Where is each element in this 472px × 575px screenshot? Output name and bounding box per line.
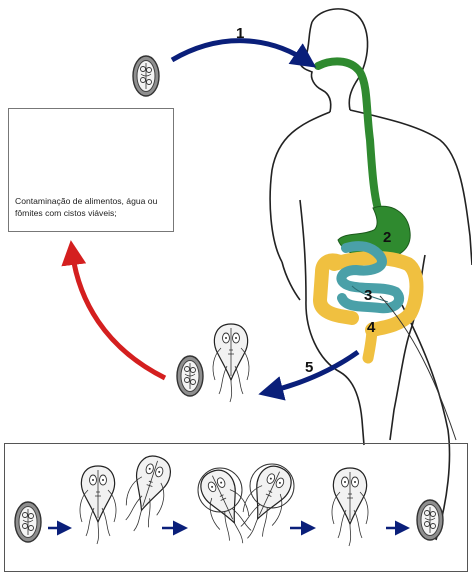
giardia-cyst-icon xyxy=(176,355,204,397)
step-label-5: 5 xyxy=(305,359,313,376)
arrow-ingestion xyxy=(170,38,317,68)
step-label-3: 3 xyxy=(364,287,372,304)
arrow-contamination xyxy=(61,240,167,381)
colon xyxy=(312,251,424,364)
zoom-line xyxy=(379,295,457,441)
giardia-trophozoite-icon xyxy=(212,323,250,403)
step-label-1: 1 xyxy=(236,25,244,42)
step-label-2: 2 xyxy=(383,229,391,246)
contamination-caption: Contaminação de alimentos, água ou fômit… xyxy=(15,196,158,218)
replication-panel xyxy=(4,443,468,572)
contamination-panel: Contaminação de alimentos, água ou fômit… xyxy=(8,108,174,232)
arrow-excretion xyxy=(258,349,360,401)
step-label-4: 4 xyxy=(367,319,376,336)
digestive-tract-upper xyxy=(314,57,411,260)
giardia-cyst-icon xyxy=(132,55,160,97)
giardia-dividing-trophozoite-icon xyxy=(193,459,299,551)
